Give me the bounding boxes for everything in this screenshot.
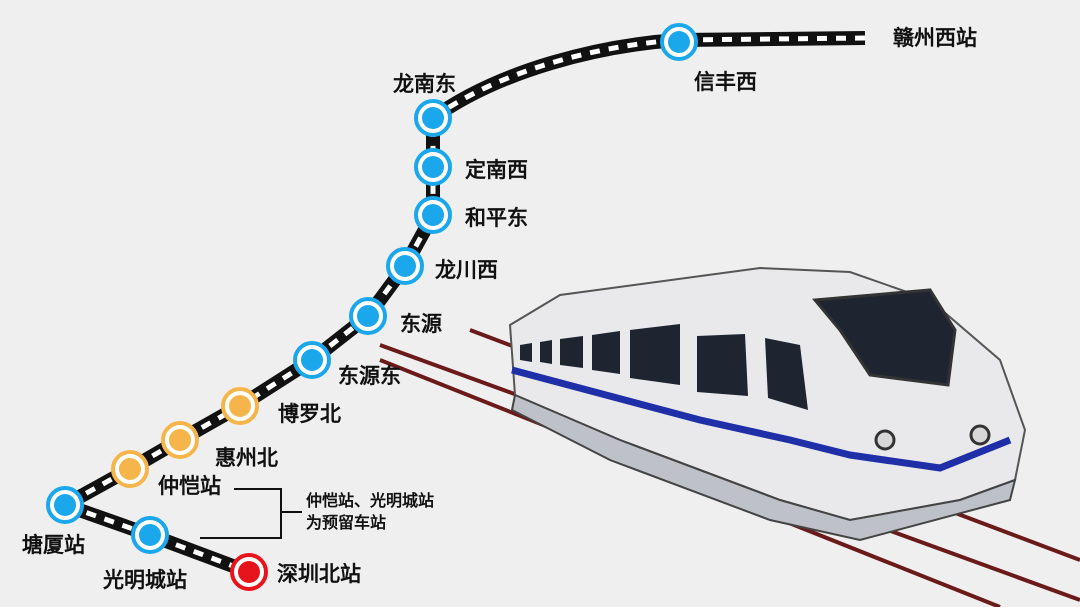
station-8-label: 博罗北	[278, 402, 341, 426]
station-4-marker-fill	[422, 204, 444, 226]
station-7-marker-fill	[301, 349, 323, 371]
station-4-label: 和平东	[465, 206, 528, 230]
station-11-label: 塘厦站	[22, 533, 85, 557]
note-line-1: 仲恺站、光明城站	[306, 491, 435, 510]
station-10-marker-fill	[119, 458, 141, 480]
station-6-marker-fill	[357, 305, 379, 327]
station-9-label: 惠州北	[215, 446, 278, 470]
station-10-label: 仲恺站	[158, 474, 221, 498]
station-0-label: 赣州西站	[893, 26, 977, 50]
station-1-marker-fill	[668, 31, 690, 53]
station-1-label: 信丰西	[694, 70, 757, 94]
station-2-marker-fill	[422, 107, 444, 129]
station-5-label: 龙川西	[435, 258, 498, 282]
station-13-label: 深圳北站	[277, 562, 361, 586]
station-7-label: 东源东	[338, 364, 401, 388]
station-11-marker-fill	[54, 494, 76, 516]
station-6-label: 东源	[400, 312, 442, 336]
note-bracket	[200, 488, 302, 539]
reserved-stations-note: 仲恺站、光明城站 为预留车站	[306, 490, 434, 534]
station-3-label: 定南西	[465, 158, 528, 182]
station-13-marker-fill	[238, 561, 260, 583]
train-illustration	[508, 266, 1027, 542]
note-line-2: 为预留车站	[306, 513, 387, 532]
station-3-marker-fill	[422, 156, 444, 178]
station-12-label: 光明城站	[103, 568, 187, 592]
station-12-marker-fill	[139, 524, 161, 546]
station-5-marker-fill	[394, 255, 416, 277]
station-2-label: 龙南东	[393, 72, 456, 96]
station-8-marker-fill	[229, 395, 251, 417]
station-9-marker-fill	[169, 429, 191, 451]
